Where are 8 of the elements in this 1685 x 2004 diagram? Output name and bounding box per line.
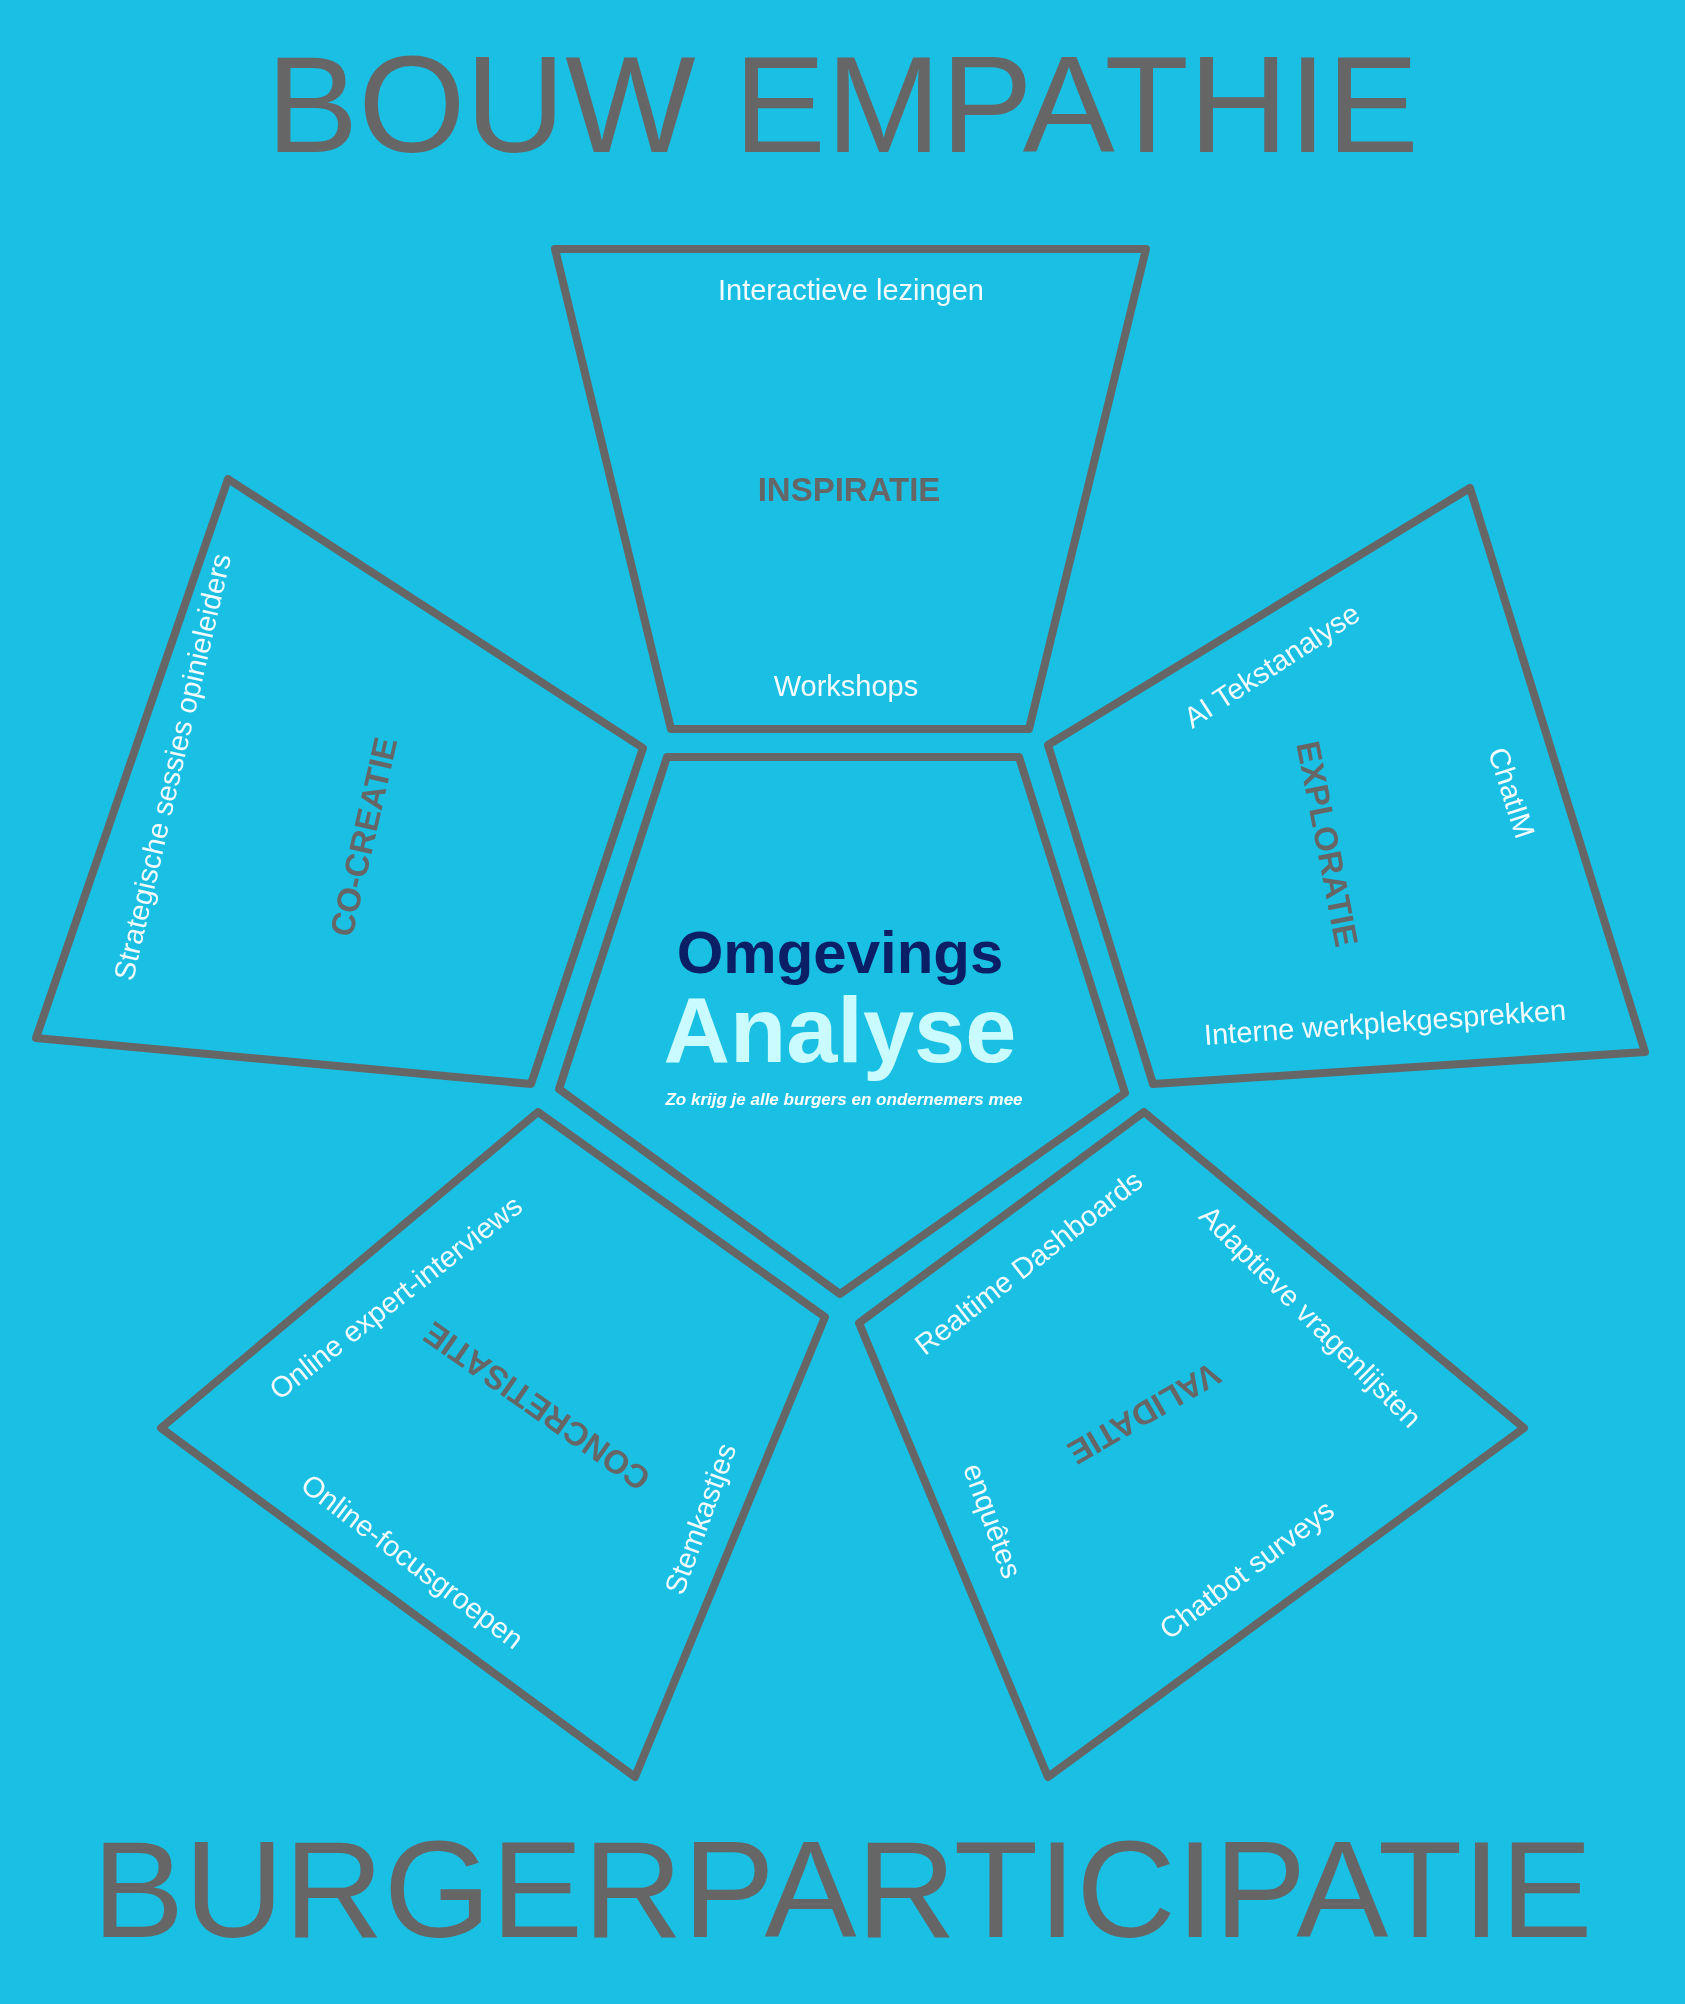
phase-title: INSPIRATIE (757, 471, 941, 509)
footer-heading: BURGERPARTICIPATIE (91, 1820, 1594, 1958)
method-label: ChatIM (1481, 743, 1542, 843)
heading: BOUW EMPATHIE (265, 35, 1420, 173)
method-label: Interne werkplekgesprekken (1202, 993, 1568, 1053)
method-label: Interactieve lezingen (718, 274, 984, 308)
tagline: Zo krijg je alle burgers en ondernemers mee (665, 1090, 1023, 1110)
method-label: Workshops (773, 670, 919, 704)
